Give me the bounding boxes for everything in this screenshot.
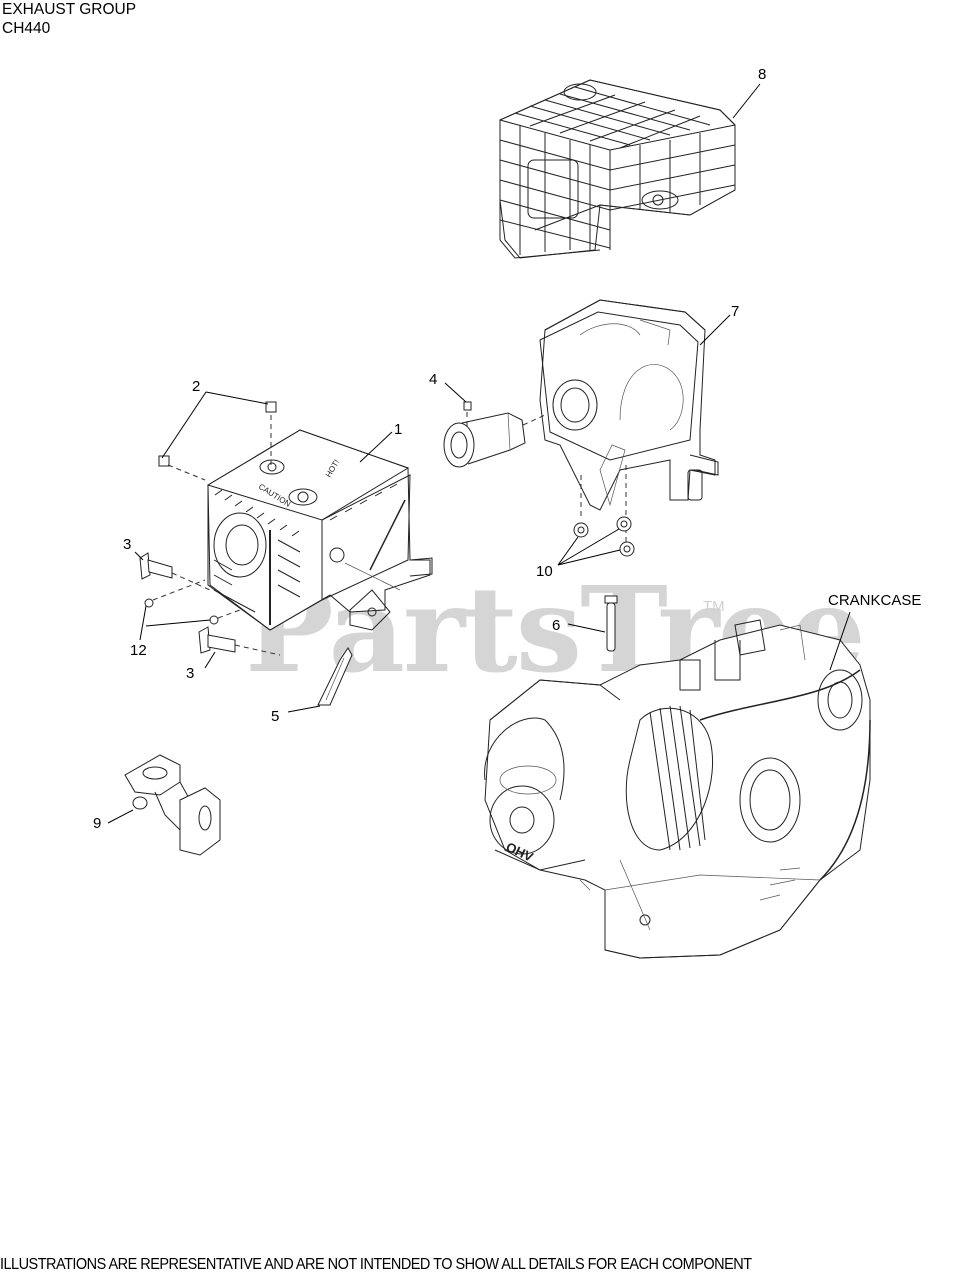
callout-3-lower[interactable]: 3 xyxy=(186,665,195,682)
diagram-title: EXHAUST GROUP CH440 xyxy=(2,0,136,38)
leader-10 xyxy=(557,528,621,566)
tail-pipe[interactable] xyxy=(443,412,526,468)
title-model: CH440 xyxy=(2,20,51,37)
screws-12[interactable] xyxy=(144,598,219,625)
heat-shield[interactable] xyxy=(539,299,719,511)
stud-3-lower[interactable] xyxy=(198,626,236,654)
leader-5 xyxy=(287,705,321,713)
callout-4[interactable]: 4 xyxy=(429,371,438,388)
title-group: EXHAUST GROUP xyxy=(2,1,137,18)
leader-9 xyxy=(732,83,761,119)
leader-1 xyxy=(359,431,393,463)
callout-3-upper[interactable]: 3 xyxy=(123,536,132,553)
leader-8 xyxy=(699,314,731,346)
leader-4 xyxy=(444,382,467,403)
muffler-guard-cage[interactable] xyxy=(499,79,736,259)
crankcase[interactable]: OHV xyxy=(484,619,871,959)
leader-crankcase xyxy=(829,611,851,671)
callout-8[interactable]: 7 xyxy=(731,303,740,320)
callout-crankcase[interactable]: CRANKCASE xyxy=(828,592,922,609)
screws-2[interactable] xyxy=(158,401,277,467)
leader-7 xyxy=(107,809,134,824)
callout-6[interactable]: 6 xyxy=(552,617,561,634)
leader-12 xyxy=(139,605,211,641)
exhaust-elbow-7[interactable] xyxy=(124,754,221,856)
callout-12[interactable]: 12 xyxy=(130,642,147,659)
exhaust-gasket-5[interactable] xyxy=(317,647,353,706)
callout-7[interactable]: 9 xyxy=(93,815,102,832)
muffler[interactable]: CAUTION HOT! xyxy=(206,429,433,631)
stud-3-upper[interactable] xyxy=(139,552,173,580)
disclaimer-footer: ILLUSTRATIONS ARE REPRESENTATIVE AND ARE… xyxy=(0,1256,752,1273)
nuts-10[interactable] xyxy=(573,465,635,557)
leader-3 xyxy=(134,551,216,669)
stud-6[interactable] xyxy=(604,595,618,652)
callout-2[interactable]: 2 xyxy=(192,378,201,395)
leader-2 xyxy=(161,391,269,459)
callout-10[interactable]: 10 xyxy=(536,563,553,580)
screw-4[interactable] xyxy=(463,401,472,411)
callout-1[interactable]: 1 xyxy=(394,421,403,438)
leader-6 xyxy=(567,623,606,633)
callout-5[interactable]: 5 xyxy=(271,708,280,725)
trademark-mark: TM xyxy=(703,598,725,615)
callout-9[interactable]: 8 xyxy=(758,66,767,83)
